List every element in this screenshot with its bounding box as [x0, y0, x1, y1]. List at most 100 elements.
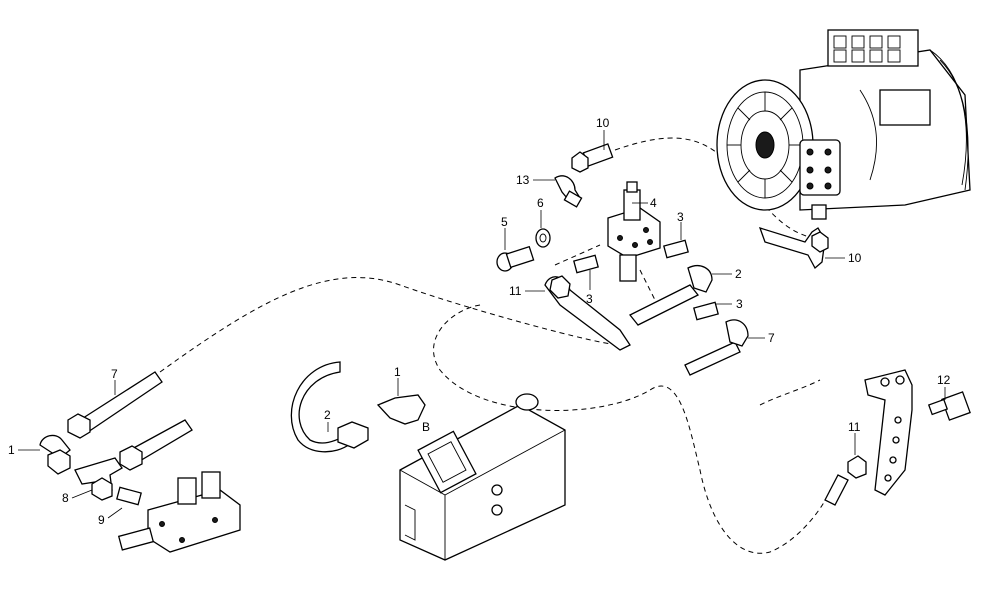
brake-pedal-arm	[864, 369, 913, 496]
transmission-valve-body	[799, 139, 841, 196]
washer-6-hole	[539, 233, 547, 243]
hose-2-center	[628, 265, 713, 326]
washer-6-ring	[535, 228, 551, 248]
callout-12: 12	[937, 373, 951, 387]
sensor-12-thread	[927, 398, 949, 416]
brake-pedal-hole-1	[880, 377, 890, 387]
callout-3-mid: 3	[586, 292, 593, 306]
adapter-3-right-body	[693, 301, 719, 321]
callout-8: 8	[62, 491, 69, 505]
hose-7-right-body	[684, 341, 741, 376]
routing-line-bottom	[433, 304, 831, 554]
callout-leaders	[18, 130, 946, 519]
control-valve	[117, 471, 241, 553]
valve-block-cap	[626, 181, 638, 193]
brake-pedal	[864, 369, 913, 496]
valve-block-stem	[619, 254, 637, 282]
valve-block-cartridge	[623, 189, 641, 221]
elbow-1-right-body	[376, 394, 426, 425]
routing-line-right	[759, 379, 821, 406]
valve-body-bolts	[806, 148, 832, 190]
tee-8-nut	[91, 477, 113, 501]
callout-7-left: 7	[111, 367, 118, 381]
hose-10-right-body	[758, 226, 826, 270]
control-valve-ports	[159, 517, 218, 543]
adapter-3-mid-body	[573, 254, 599, 274]
fitting-9-body	[116, 486, 142, 506]
transmission-bell-rim	[939, 59, 967, 186]
hose-2-center-elbow	[687, 265, 713, 293]
hose-7-left-nut	[67, 413, 91, 439]
callout-1-right: 1	[394, 365, 401, 379]
callout-7-right: 7	[768, 331, 775, 345]
transmission-side-cover	[879, 89, 931, 126]
control-valve-solenoid-1	[177, 477, 197, 505]
callout-9: 9	[98, 513, 105, 527]
fitting-9	[116, 486, 142, 506]
elbow-13	[554, 175, 583, 208]
tank-port-2	[491, 504, 503, 516]
callout-4: 4	[650, 196, 657, 210]
adapter-3-right	[693, 301, 719, 321]
callout-6: 6	[537, 196, 544, 210]
control-valve-solenoid-2	[201, 471, 221, 499]
elbow-1-left-nut	[47, 449, 71, 475]
hose-10-right-nut	[811, 231, 829, 253]
callout-2-left: 2	[324, 408, 331, 422]
hose-11-right	[824, 455, 867, 506]
routing-line-top	[614, 137, 821, 241]
tank	[399, 393, 566, 561]
bolt-5-shank	[505, 245, 535, 269]
hose-left-upper	[119, 419, 193, 471]
hose-7-left-body	[79, 371, 163, 433]
washer-6	[535, 228, 551, 248]
sensor-12	[927, 391, 971, 421]
control-unit-terminals	[833, 35, 901, 63]
hose-11-center-nut	[549, 275, 571, 299]
routing-line-left	[159, 277, 621, 373]
valve-block-4	[607, 181, 661, 282]
callout-5: 5	[501, 215, 508, 229]
adapter-3-top	[663, 239, 689, 259]
transmission-shaft	[755, 131, 775, 159]
transmission-assembly	[716, 29, 971, 220]
brake-pedal-slots	[884, 416, 902, 482]
hose-10-top-nut	[571, 151, 589, 173]
callout-3-right: 3	[736, 297, 743, 311]
transmission-port	[811, 204, 827, 220]
hose-10-right	[758, 226, 829, 270]
brake-pedal-hole-2	[895, 375, 905, 385]
callout-13: 13	[516, 173, 530, 187]
callout-2-center: 2	[735, 267, 742, 281]
callout-10-top: 10	[596, 116, 610, 130]
callout-labels: 10 13 4 6 5 3 2 3 11 3 7 10 7 1 8 9 2 1 …	[8, 116, 951, 527]
tank-sight-window	[427, 441, 467, 483]
elbow-1-left	[39, 434, 71, 475]
detail-b-label: B	[422, 420, 430, 434]
hose-2-left-nut	[337, 421, 369, 449]
tank-bracket	[404, 504, 416, 541]
valve-block-ports	[617, 227, 653, 248]
elbow-13-thread	[563, 190, 583, 208]
hose-7-right	[684, 319, 749, 376]
hose-left-upper-nut	[119, 445, 143, 471]
callout-3-top: 3	[677, 210, 684, 224]
callout-1-left: 1	[8, 443, 15, 457]
hose-11-right-body	[824, 474, 849, 506]
hose-2-left	[290, 361, 369, 453]
bolt-5	[496, 245, 535, 272]
adapter-3-top-body	[663, 239, 689, 259]
hose-11-center	[544, 275, 631, 351]
hose-10-top	[571, 143, 614, 173]
tank-cap	[515, 393, 539, 411]
callout-10-right: 10	[848, 251, 862, 265]
transmission-cable	[859, 89, 878, 181]
callout-11-center: 11	[509, 284, 522, 298]
hose-11-right-nut	[847, 455, 867, 479]
flange-ribs	[727, 92, 803, 198]
elbow-1-right	[376, 394, 426, 425]
tee-8	[74, 457, 123, 501]
tank-port-1	[491, 484, 503, 496]
